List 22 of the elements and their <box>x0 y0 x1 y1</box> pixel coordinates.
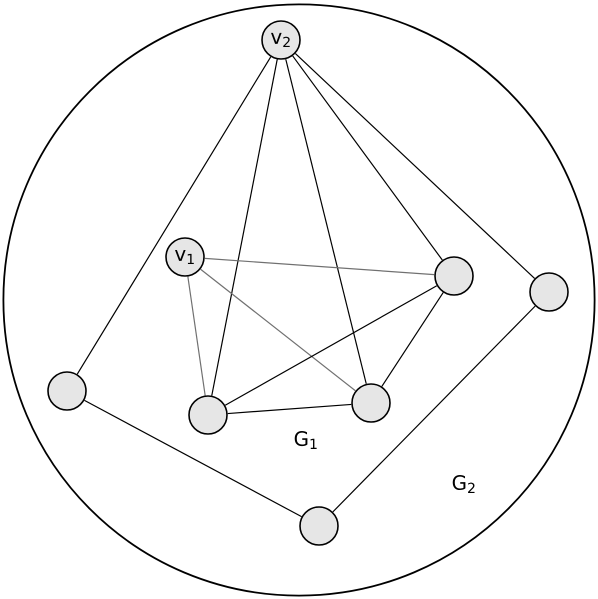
graph-edge <box>292 56 443 260</box>
graph-edge <box>224 285 438 406</box>
graph-edge <box>228 404 352 414</box>
vertex-circle <box>188 395 228 435</box>
graph-label: G$_{1}$ <box>294 431 317 449</box>
graph-label: G$_{2}$ <box>452 475 475 493</box>
graph-edge <box>295 53 535 279</box>
vertex-circle <box>47 371 87 411</box>
vertex-circle <box>434 256 474 296</box>
vertex-circle <box>529 272 569 312</box>
graph-edge <box>332 306 536 512</box>
graph-edge <box>76 56 272 374</box>
graph-edge <box>200 268 356 392</box>
graph-edge <box>211 59 278 396</box>
graph-edge <box>285 59 367 384</box>
vertex-circle <box>299 506 339 546</box>
graph-edge <box>187 276 206 396</box>
graph-edge <box>381 292 444 387</box>
boundary-circle <box>2 4 596 596</box>
graph-edge <box>204 258 434 276</box>
vertex-circle <box>351 383 391 423</box>
graph-edge <box>84 400 302 518</box>
